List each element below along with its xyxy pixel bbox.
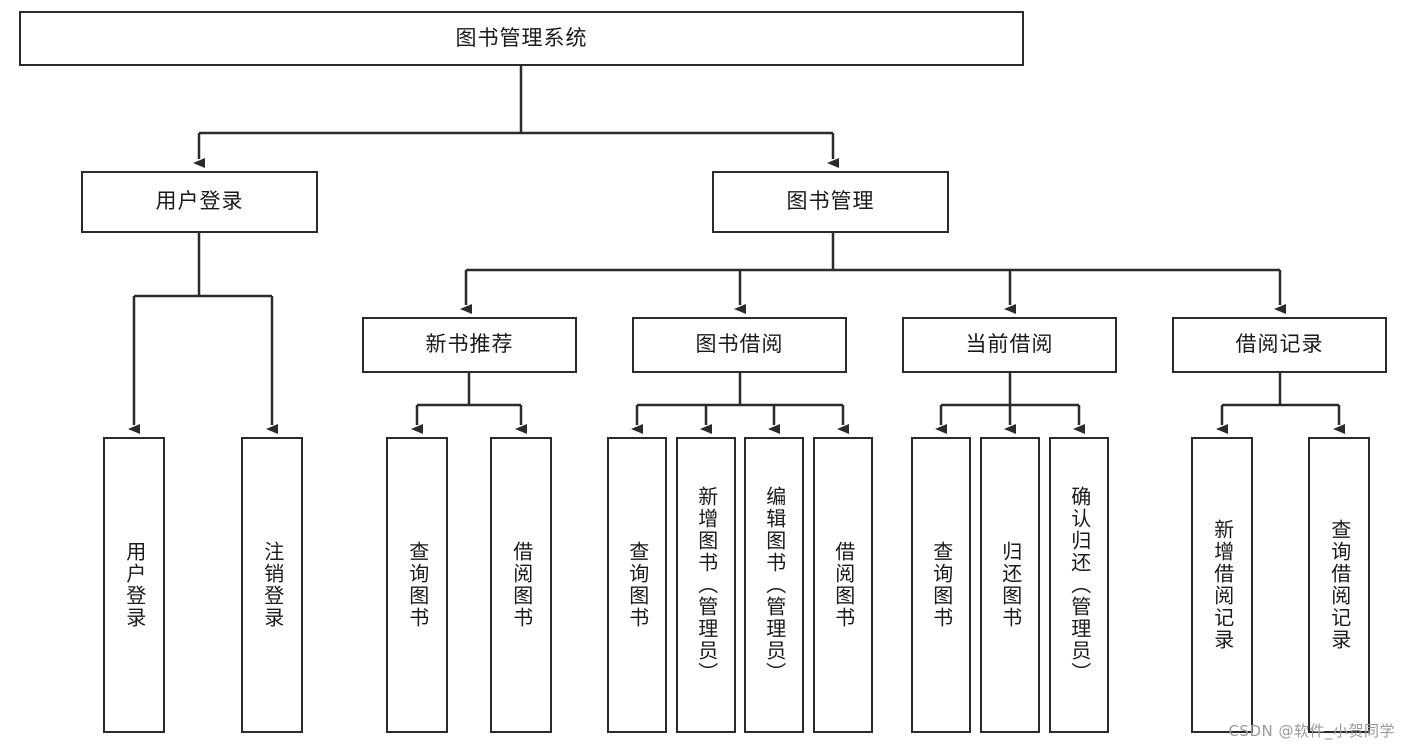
leaf-user-login[interactable]: 用户登录	[103, 437, 165, 733]
node-label: 用户登录	[122, 541, 147, 629]
node-label: 确认归还（管理员）	[1067, 486, 1092, 684]
node-label: 查询借阅记录	[1327, 519, 1352, 651]
node-current-borrow[interactable]: 当前借阅	[902, 317, 1117, 373]
node-label: 新增图书（管理员）	[694, 486, 719, 684]
node-label: 查询图书	[929, 541, 954, 629]
node-book-borrow[interactable]: 图书借阅	[632, 317, 847, 373]
leaf-query-book-borrow[interactable]: 查询图书	[607, 437, 667, 733]
node-label: 图书管理	[786, 189, 875, 214]
leaf-query-borrow-record[interactable]: 查询借阅记录	[1308, 437, 1370, 733]
leaf-confirm-return-admin[interactable]: 确认归还（管理员）	[1049, 437, 1109, 733]
node-label: 注销登录	[260, 541, 285, 629]
leaf-logout[interactable]: 注销登录	[241, 437, 303, 733]
node-user-login[interactable]: 用户登录	[81, 171, 318, 233]
node-label: 新书推荐	[425, 332, 514, 357]
node-new-book-recommend[interactable]: 新书推荐	[362, 317, 577, 373]
node-borrow-record[interactable]: 借阅记录	[1172, 317, 1387, 373]
watermark: CSDN @软件_小贺同学	[1228, 722, 1395, 740]
leaf-return-book[interactable]: 归还图书	[980, 437, 1040, 733]
node-label: 新增借阅记录	[1210, 519, 1235, 651]
node-book-management[interactable]: 图书管理	[712, 171, 949, 233]
node-label: 查询图书	[405, 541, 430, 629]
leaf-add-borrow-record[interactable]: 新增借阅记录	[1191, 437, 1253, 733]
node-label: 图书借阅	[695, 332, 784, 357]
node-label: 图书管理系统	[455, 25, 588, 50]
leaf-edit-book-admin[interactable]: 编辑图书（管理员）	[744, 437, 804, 733]
leaf-add-book-admin[interactable]: 新增图书（管理员）	[676, 437, 736, 733]
node-root-book-management-system[interactable]: 图书管理系统	[19, 11, 1024, 66]
node-label: 编辑图书（管理员）	[762, 486, 787, 684]
node-label: 借阅记录	[1235, 332, 1324, 357]
node-label: 归还图书	[998, 541, 1023, 629]
leaf-query-book-current[interactable]: 查询图书	[911, 437, 971, 733]
leaf-borrow-book[interactable]: 借阅图书	[813, 437, 873, 733]
node-label: 用户登录	[155, 189, 244, 214]
node-label: 查询图书	[625, 541, 650, 629]
node-label: 借阅图书	[831, 541, 856, 629]
leaf-borrow-book-recommend[interactable]: 借阅图书	[490, 437, 552, 733]
node-label: 借阅图书	[509, 541, 534, 629]
node-label: 当前借阅	[965, 332, 1054, 357]
leaf-query-book-recommend[interactable]: 查询图书	[386, 437, 448, 733]
